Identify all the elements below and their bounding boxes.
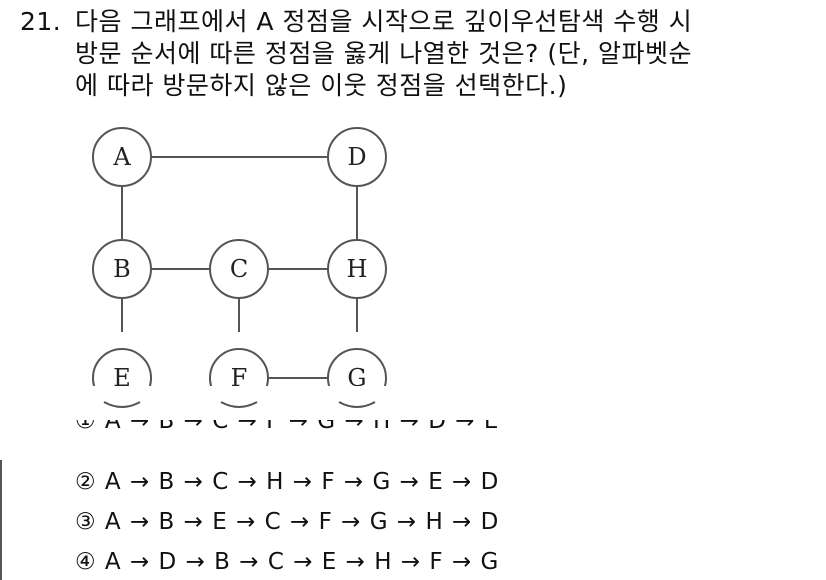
graph-svg xyxy=(82,127,392,414)
node-h xyxy=(327,239,387,299)
node-g-label: G xyxy=(347,364,367,386)
node-e-arc xyxy=(103,401,141,408)
node-c-label: C xyxy=(229,255,249,283)
node-d xyxy=(327,127,387,187)
node-b-label: B xyxy=(113,255,131,283)
choice-1-text: ① A → B → C → F → G → H → D → E xyxy=(75,420,500,434)
node-g-arc xyxy=(338,401,376,408)
node-a xyxy=(92,127,152,187)
node-a-label: A xyxy=(113,143,131,171)
question-line-1: 다음 그래프에서 A 정점을 시작으로 깊이우선탐색 수행 시 xyxy=(75,7,693,36)
question-line-2: 방문 순서에 따른 정점을 옳게 나열한 것은? (단, 알파벳순 xyxy=(75,39,693,68)
node-b xyxy=(92,239,152,299)
graph-diagram: A D B C H E F G xyxy=(82,124,392,414)
node-d-label: D xyxy=(347,143,367,171)
choice-4[interactable]: ④ A → D → B → C → E → H → F → G xyxy=(75,549,500,575)
node-e-label: E xyxy=(113,364,131,386)
question-number: 21. xyxy=(20,7,62,36)
choice-1[interactable]: ① A → B → C → F → G → H → D → E xyxy=(75,420,499,446)
choice-3[interactable]: ③ A → B → E → C → F → G → H → D xyxy=(75,509,500,535)
node-h-label: H xyxy=(346,255,368,283)
margin-divider xyxy=(0,460,2,580)
choice-2[interactable]: ② A → B → C → H → F → G → E → D xyxy=(75,469,500,495)
node-c xyxy=(209,239,269,299)
question-line-3: 에 따라 방문하지 않은 이웃 정점을 선택한다.) xyxy=(75,71,568,100)
node-f-label: F xyxy=(230,364,248,386)
node-f-arc xyxy=(220,401,258,408)
figure-crop-mask xyxy=(82,386,392,414)
